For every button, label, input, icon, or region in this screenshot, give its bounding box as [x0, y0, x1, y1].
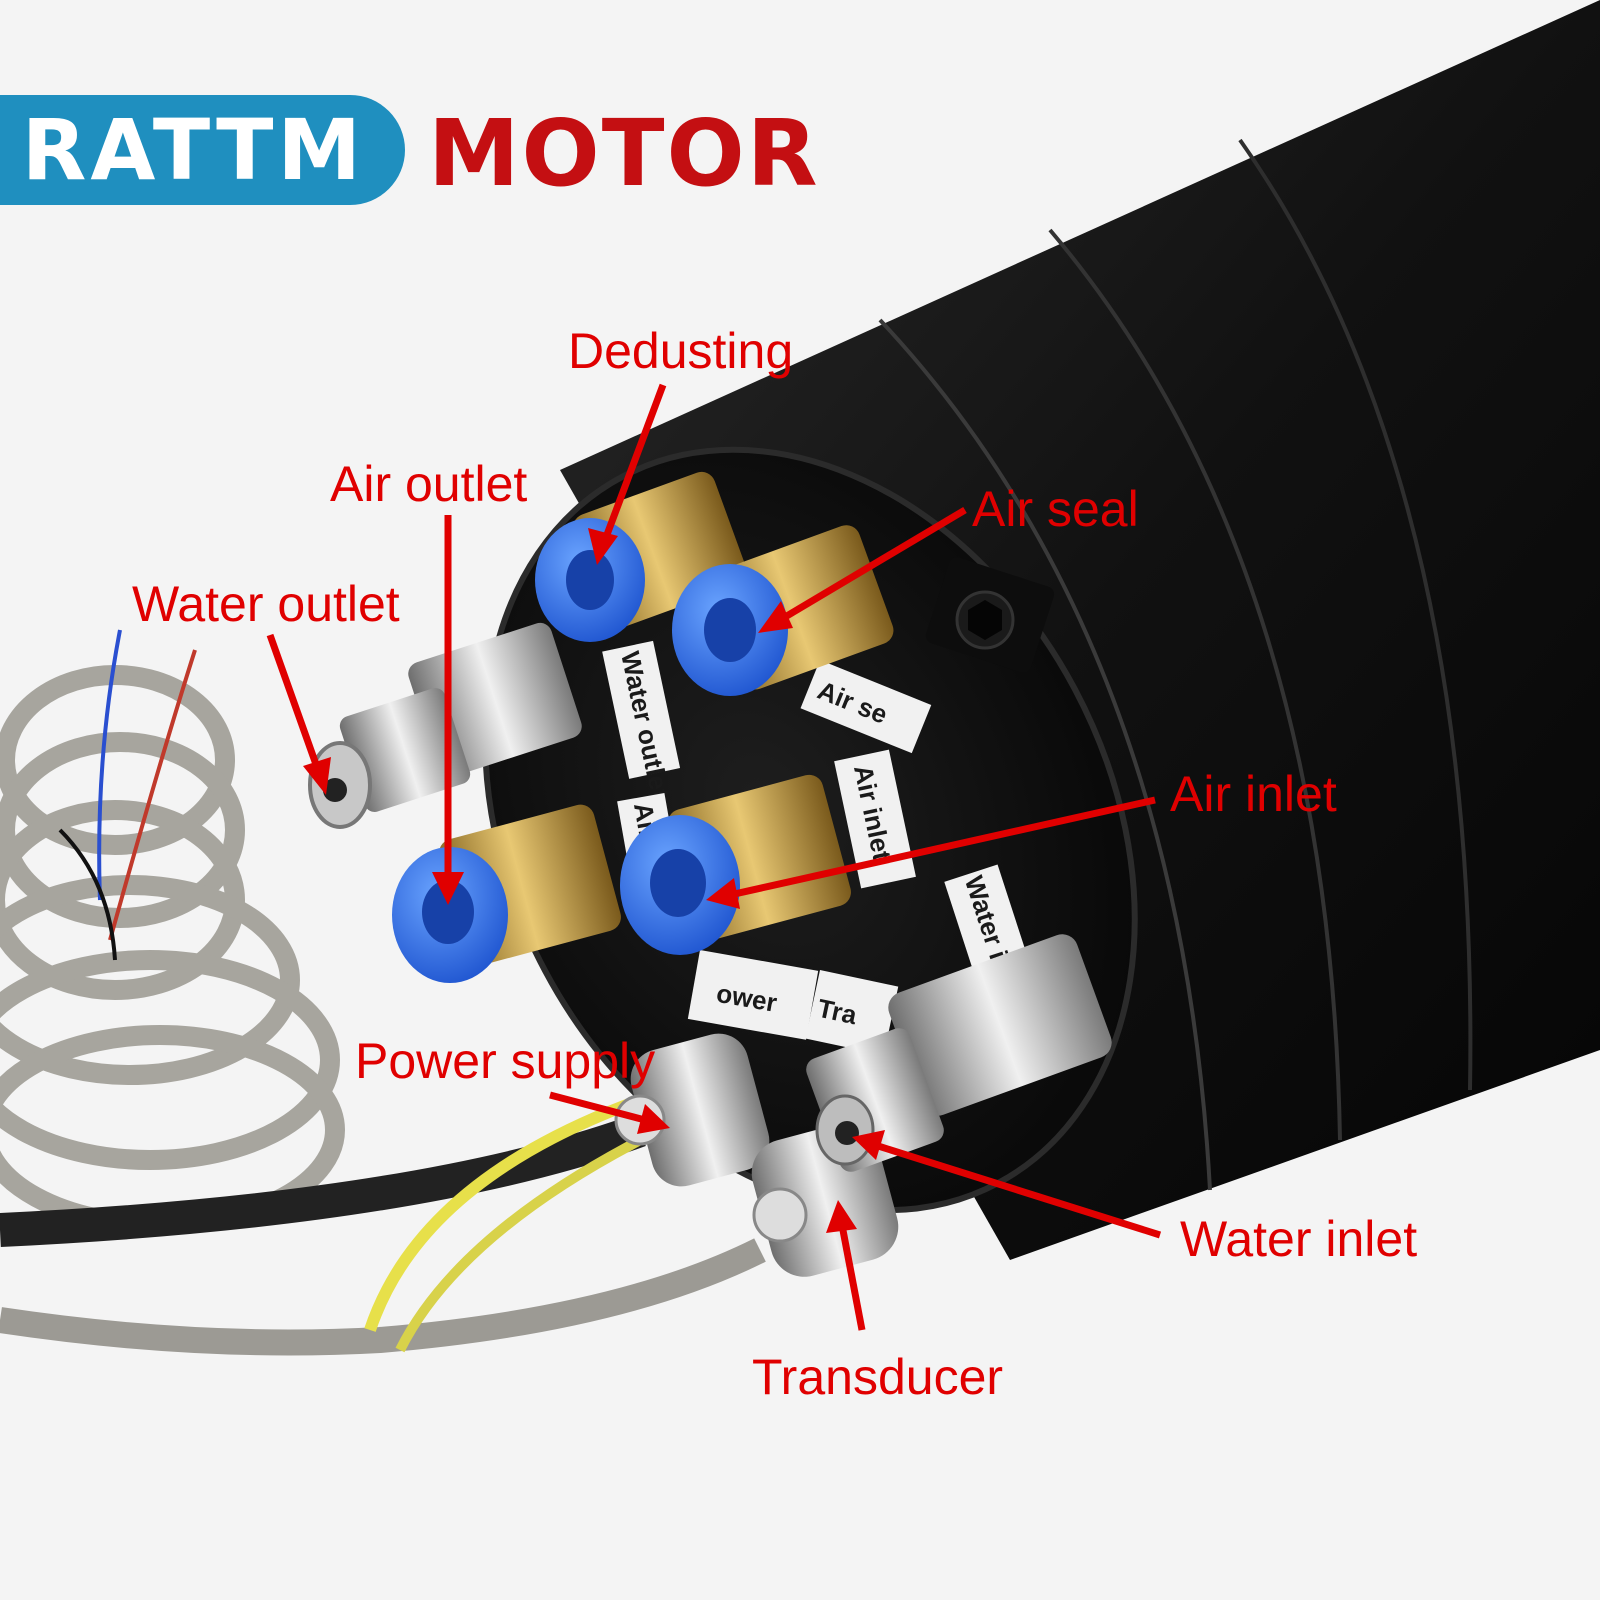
brand-badge-text: RATTM: [21, 101, 365, 199]
callout-arrows: [266, 383, 1162, 1331]
water-inlet-fitting: [806, 934, 1112, 1172]
label-water-outlet: Water outlet: [132, 576, 400, 632]
label-air-inlet: Air inlet: [1170, 766, 1337, 822]
coiled-cable: [0, 665, 345, 1235]
label-power-supply: Power supply: [355, 1033, 656, 1089]
label-water-inlet: Water inlet: [1180, 1211, 1418, 1267]
label-air-seal: Air seal: [972, 481, 1139, 537]
water-outlet-fitting: [308, 622, 582, 829]
label-dedusting: Dedusting: [568, 323, 794, 379]
brand-word: MOTOR: [428, 100, 820, 207]
label-transducer: Transducer: [752, 1349, 1004, 1405]
brand-badge: RATTM: [0, 95, 405, 205]
signal-wires: [58, 629, 197, 961]
label-air-outlet: Air outlet: [330, 456, 528, 512]
bottom-cables: [0, 1094, 766, 1356]
air-outlet-fitting: [392, 804, 621, 983]
port-tags: Water outlet Air se Air inlet Air Water …: [602, 640, 1035, 1056]
